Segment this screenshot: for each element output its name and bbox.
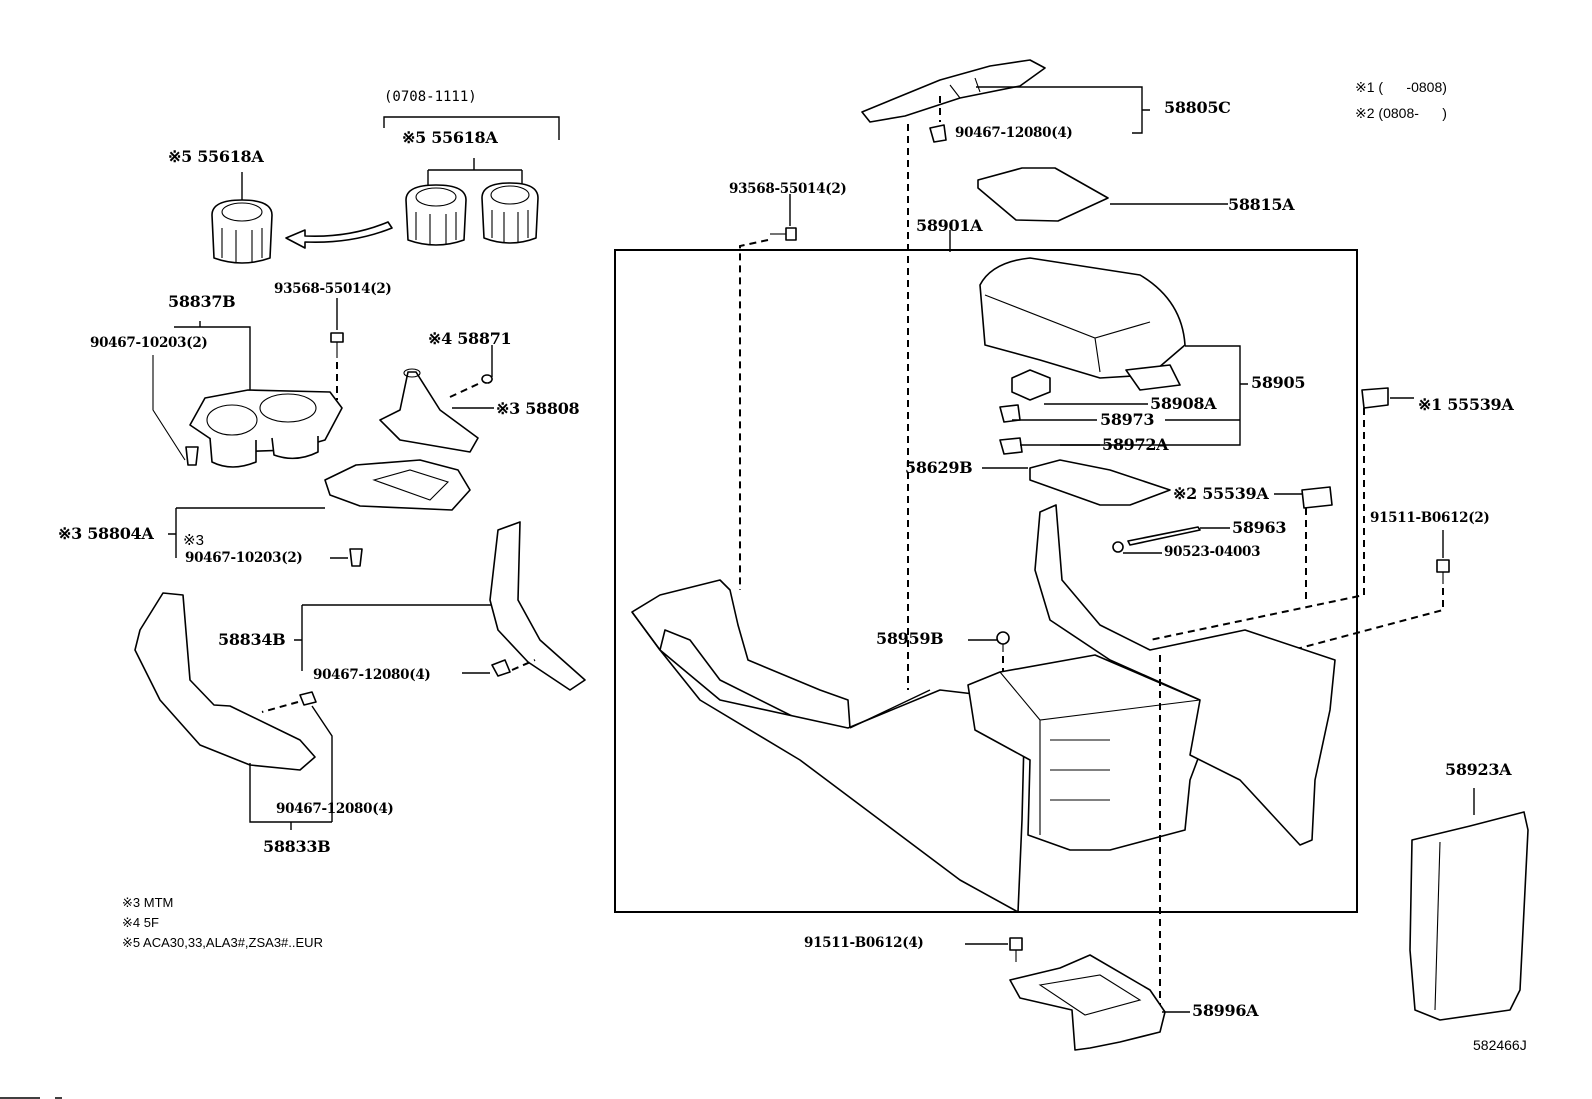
footnote-1-text: ( -0808)	[1378, 79, 1447, 95]
screw-58959b[interactable]	[996, 631, 1010, 652]
label-55539a-1[interactable]: ※1 55539A	[1418, 395, 1514, 414]
bracket-58996a[interactable]	[1009, 954, 1166, 1051]
cup-insert-single[interactable]	[211, 199, 273, 264]
label-58808[interactable]: ※3 58808	[496, 399, 580, 418]
cup-insert-pair-right[interactable]	[481, 182, 539, 244]
label-91511-b0612-2[interactable]: 91511-B0612(2)	[1370, 510, 1490, 526]
footnote-3-text: MTM	[143, 895, 174, 910]
assembly-frame-58901a	[614, 249, 1358, 913]
label-58959b[interactable]: 58959B	[876, 629, 944, 648]
label-58834b[interactable]: 58834B	[218, 630, 286, 649]
label-93568-55014-center[interactable]: 93568-55014(2)	[729, 181, 847, 197]
footnote-3-mark: ※3	[122, 895, 141, 910]
label-58629b[interactable]: 58629B	[905, 458, 973, 477]
label-90467-12080-mid[interactable]: 90467-12080(4)	[313, 667, 431, 683]
clip-90467-12080-top[interactable]	[929, 124, 947, 143]
label-90467-10203-a[interactable]: 90467-10203(2)	[90, 335, 208, 351]
clip-90467-12080-mid[interactable]	[491, 659, 511, 677]
footnote-4-mark: ※4	[122, 915, 141, 930]
clip-58972a[interactable]	[999, 437, 1023, 455]
label-58837b[interactable]: 58837B	[168, 292, 236, 311]
drawing-number: 582466J	[1473, 1037, 1527, 1053]
console-top-panel-58805c[interactable]	[861, 59, 1046, 123]
swap-arrow	[285, 221, 393, 249]
mat-58629b[interactable]	[1029, 459, 1171, 506]
console-side-left[interactable]	[631, 579, 1026, 913]
label-91511-b0612-4[interactable]: 91511-B0612(4)	[804, 935, 924, 951]
clip-90467-12080-low[interactable]	[299, 691, 317, 706]
label-90467-12080-low[interactable]: 90467-12080(4)	[276, 801, 394, 817]
footnote-5-mark: ※5	[122, 935, 141, 950]
label-55539a-2[interactable]: ※2 55539A	[1173, 484, 1269, 503]
footnote-4: ※4 5F	[122, 916, 159, 929]
cover-55539a-2[interactable]	[1301, 486, 1333, 509]
label-55618a-right[interactable]: ※5 55618A	[402, 128, 498, 147]
shift-boot-58808[interactable]	[379, 368, 479, 453]
label-58996a[interactable]: 58996A	[1192, 1001, 1259, 1020]
label-58805c[interactable]: 58805C	[1164, 98, 1231, 117]
footnote-1: ※1 ( -0808)	[1355, 80, 1447, 94]
latch-58908a[interactable]	[1011, 369, 1051, 401]
footnote-2: ※2 (0808- )	[1355, 106, 1447, 120]
label-55618a-left[interactable]: ※5 55618A	[168, 147, 264, 166]
nut-90523-04003[interactable]	[1112, 541, 1124, 553]
screw-93568-55014-center[interactable]	[770, 227, 797, 241]
label-58804a[interactable]: ※3 58804A	[58, 524, 154, 543]
armrest-lid-58905[interactable]	[979, 257, 1186, 391]
label-90467-12080-top[interactable]: 90467-12080(4)	[955, 125, 1073, 141]
bolt-91511-b0612-4[interactable]	[1009, 937, 1023, 962]
trim-panel-58833b[interactable]	[134, 592, 316, 771]
cover-55539a-1[interactable]	[1361, 387, 1389, 409]
label-58901a[interactable]: 58901A	[916, 216, 983, 235]
pad-58815a[interactable]	[977, 167, 1109, 222]
footnote-2-text: (0808- )	[1378, 105, 1447, 121]
cup-holder-58837b[interactable]	[189, 389, 343, 468]
cup-insert-pair-left[interactable]	[405, 184, 467, 246]
label-58905[interactable]: 58905	[1251, 373, 1306, 392]
label-58815a[interactable]: 58815A	[1228, 195, 1295, 214]
label-58833b[interactable]: 58833B	[263, 837, 331, 856]
console-side-right[interactable]	[1034, 504, 1336, 846]
label-90467-10203-b[interactable]: 90467-10203(2)	[185, 550, 303, 566]
screw-93568-55014-left[interactable]	[330, 332, 344, 358]
label-58923a[interactable]: 58923A	[1445, 760, 1512, 779]
trim-panel-58834b[interactable]	[489, 521, 586, 691]
footnote-1-mark: ※1	[1355, 79, 1375, 95]
label-93568-55014-left[interactable]: 93568-55014(2)	[274, 281, 392, 297]
clip-90467-10203-b[interactable]	[349, 548, 363, 567]
footnote-2-mark: ※2	[1355, 105, 1375, 121]
bolt-91511-b0612-2[interactable]	[1436, 559, 1450, 584]
label-58871[interactable]: ※4 58871	[428, 329, 512, 348]
label-58972a[interactable]: 58972A	[1102, 435, 1169, 454]
label-58973[interactable]: 58973	[1100, 410, 1155, 429]
shift-bezel-58804a[interactable]	[324, 459, 471, 511]
footnote-4-text: 5F	[143, 915, 159, 930]
date-range-bracket: (0708-1111)	[384, 89, 477, 105]
console-box[interactable]	[967, 654, 1206, 851]
label-58908a[interactable]: 58908A	[1150, 394, 1217, 413]
rod-58963[interactable]	[1127, 526, 1201, 546]
label-90523-04003[interactable]: 90523-04003	[1164, 544, 1261, 560]
side-cover-58923a[interactable]	[1409, 811, 1529, 1021]
label-58963[interactable]: 58963	[1232, 518, 1287, 537]
footnote-5-text: ACA30,33,ALA3#,ZSA3#..EUR	[143, 935, 323, 950]
footnote-5: ※5 ACA30,33,ALA3#,ZSA3#..EUR	[122, 936, 323, 949]
footnote-3: ※3 MTM	[122, 896, 173, 909]
label-58804a-sub-mark: ※3	[183, 532, 204, 549]
